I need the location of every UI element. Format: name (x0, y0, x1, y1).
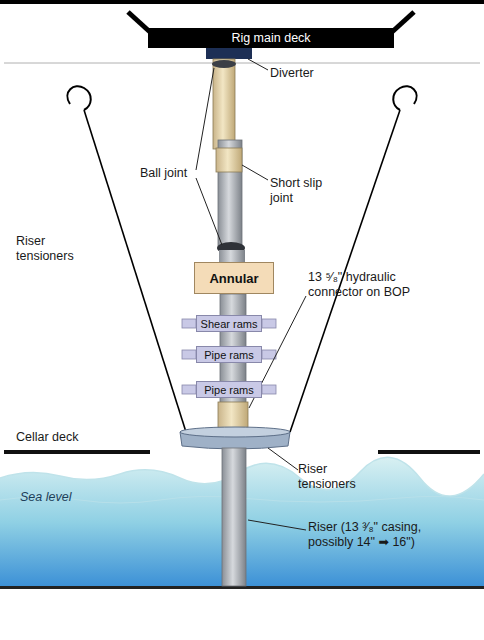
tensioner-label: Riser tensioners (298, 462, 372, 492)
slip-joint-label: Short slip joint (270, 176, 332, 206)
sea-level-label: Sea level (20, 490, 100, 505)
riser-label: Riser (13 ³⁄₈" casing, possibly 14" ➡ 16… (308, 520, 458, 550)
diverter-label: Diverter (270, 66, 350, 81)
shear-ram: Shear rams (196, 315, 262, 332)
node-text: Pipe rams (204, 349, 254, 361)
cellar-deck-label: Cellar deck (16, 430, 106, 445)
tensioner-label: Riser tensioners (16, 234, 86, 264)
ball-joint-label: Ball joint (140, 166, 200, 181)
node-text: Pipe rams (204, 384, 254, 396)
pipe-ram: Pipe rams (196, 381, 262, 398)
connector-label: 13 ⁵⁄₈" hydraulic connector on BOP (308, 270, 420, 300)
rig-deck-bar: Rig main deck (148, 28, 394, 48)
annular-preventer: Annular (194, 262, 274, 294)
pipe-ram: Pipe rams (196, 346, 262, 363)
node-text: Annular (209, 271, 258, 286)
node-text: Shear rams (201, 318, 258, 330)
node-text: Rig main deck (231, 31, 310, 45)
